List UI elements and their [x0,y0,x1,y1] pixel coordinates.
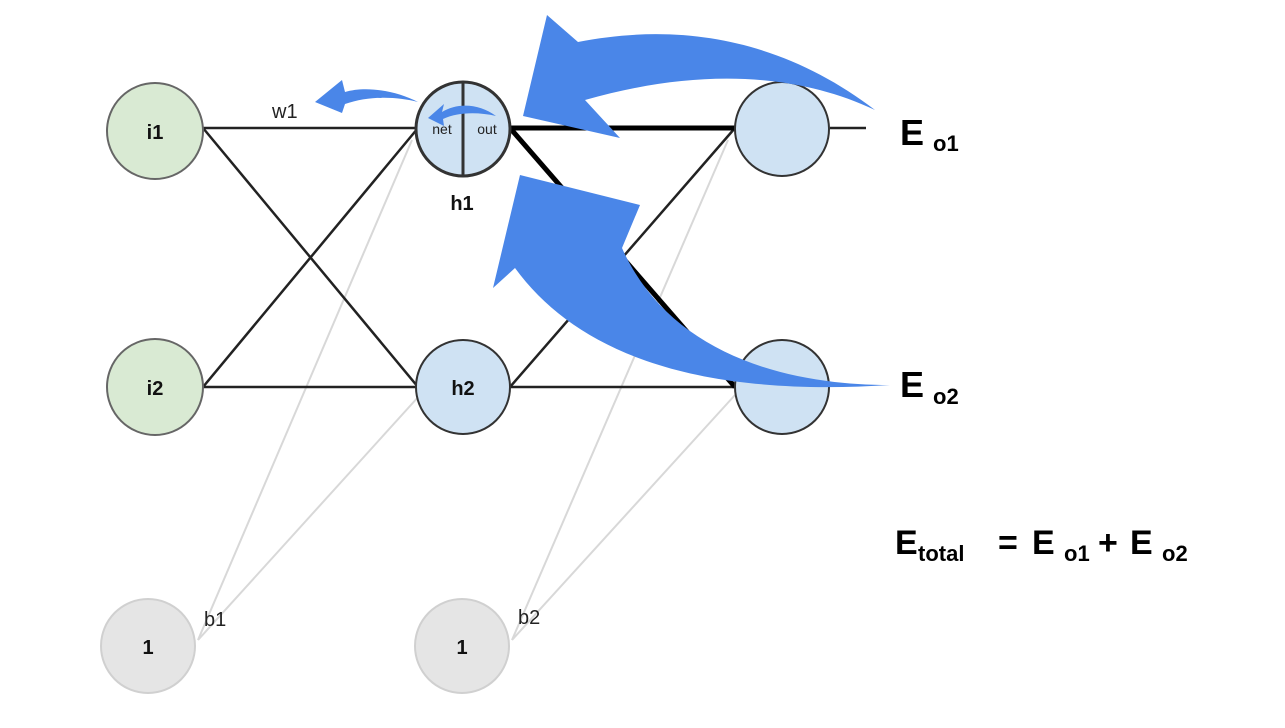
node-i2-label: i2 [147,378,164,400]
eq-eo1-main: E [1032,524,1055,562]
eq-etotal-sub: total [918,541,964,566]
edge-b1-h1 [197,139,413,641]
arrow-eo2-to-h1 [493,175,890,388]
eq-eo2-main: E [1130,524,1153,562]
bias-2-node: 1 [414,598,510,694]
edge-b2-o2 [511,394,736,641]
edge-b2-o1 [511,139,729,641]
bias1-label: 1 [142,637,153,659]
h1-out-label: out [477,121,497,137]
backprop-arrows [315,15,890,388]
hidden-h1-node: net out [414,80,512,178]
node-h1-label: h1 [450,193,473,215]
bias-edges [197,139,736,641]
edge-b1-h2 [197,394,421,641]
bias-1-node: 1 [100,598,196,694]
arrow-eo1-to-h1 [523,15,875,138]
eq-eo2-sub: o2 [1162,541,1188,566]
eq-equals: = [998,524,1018,562]
weight-b1-label: b1 [204,609,226,631]
h1-net-label: net [432,121,452,137]
node-i1-label: i1 [147,122,164,144]
eo2-sub: o2 [933,384,959,409]
node-h2-label: h2 [451,378,474,400]
input-i1-node: i1 [106,82,204,180]
eq-plus: + [1098,524,1118,562]
bias2-label: 1 [456,637,467,659]
eq-eo1-sub: o1 [1064,541,1090,566]
output-o1-node [734,81,830,177]
eq-etotal-main: E [895,524,918,562]
weight-w1-label: w1 [271,101,298,123]
eo2-main: E [900,364,924,405]
weight-b2-label: b2 [518,607,540,629]
arrow-out-to-net [428,104,496,126]
input-i2-node: i2 [106,338,204,436]
eo1-main: E [900,112,924,153]
hidden-h2-node: h2 [415,339,511,435]
arrow-h1-to-w1 [315,80,418,113]
error-eo2: E o2 [900,364,959,409]
error-eo1: E o1 [900,112,959,156]
edge-i2-h1 [202,127,419,388]
total-error-equation: E total = E o1 + E o2 [895,524,1188,566]
eo1-sub: o1 [933,131,959,156]
